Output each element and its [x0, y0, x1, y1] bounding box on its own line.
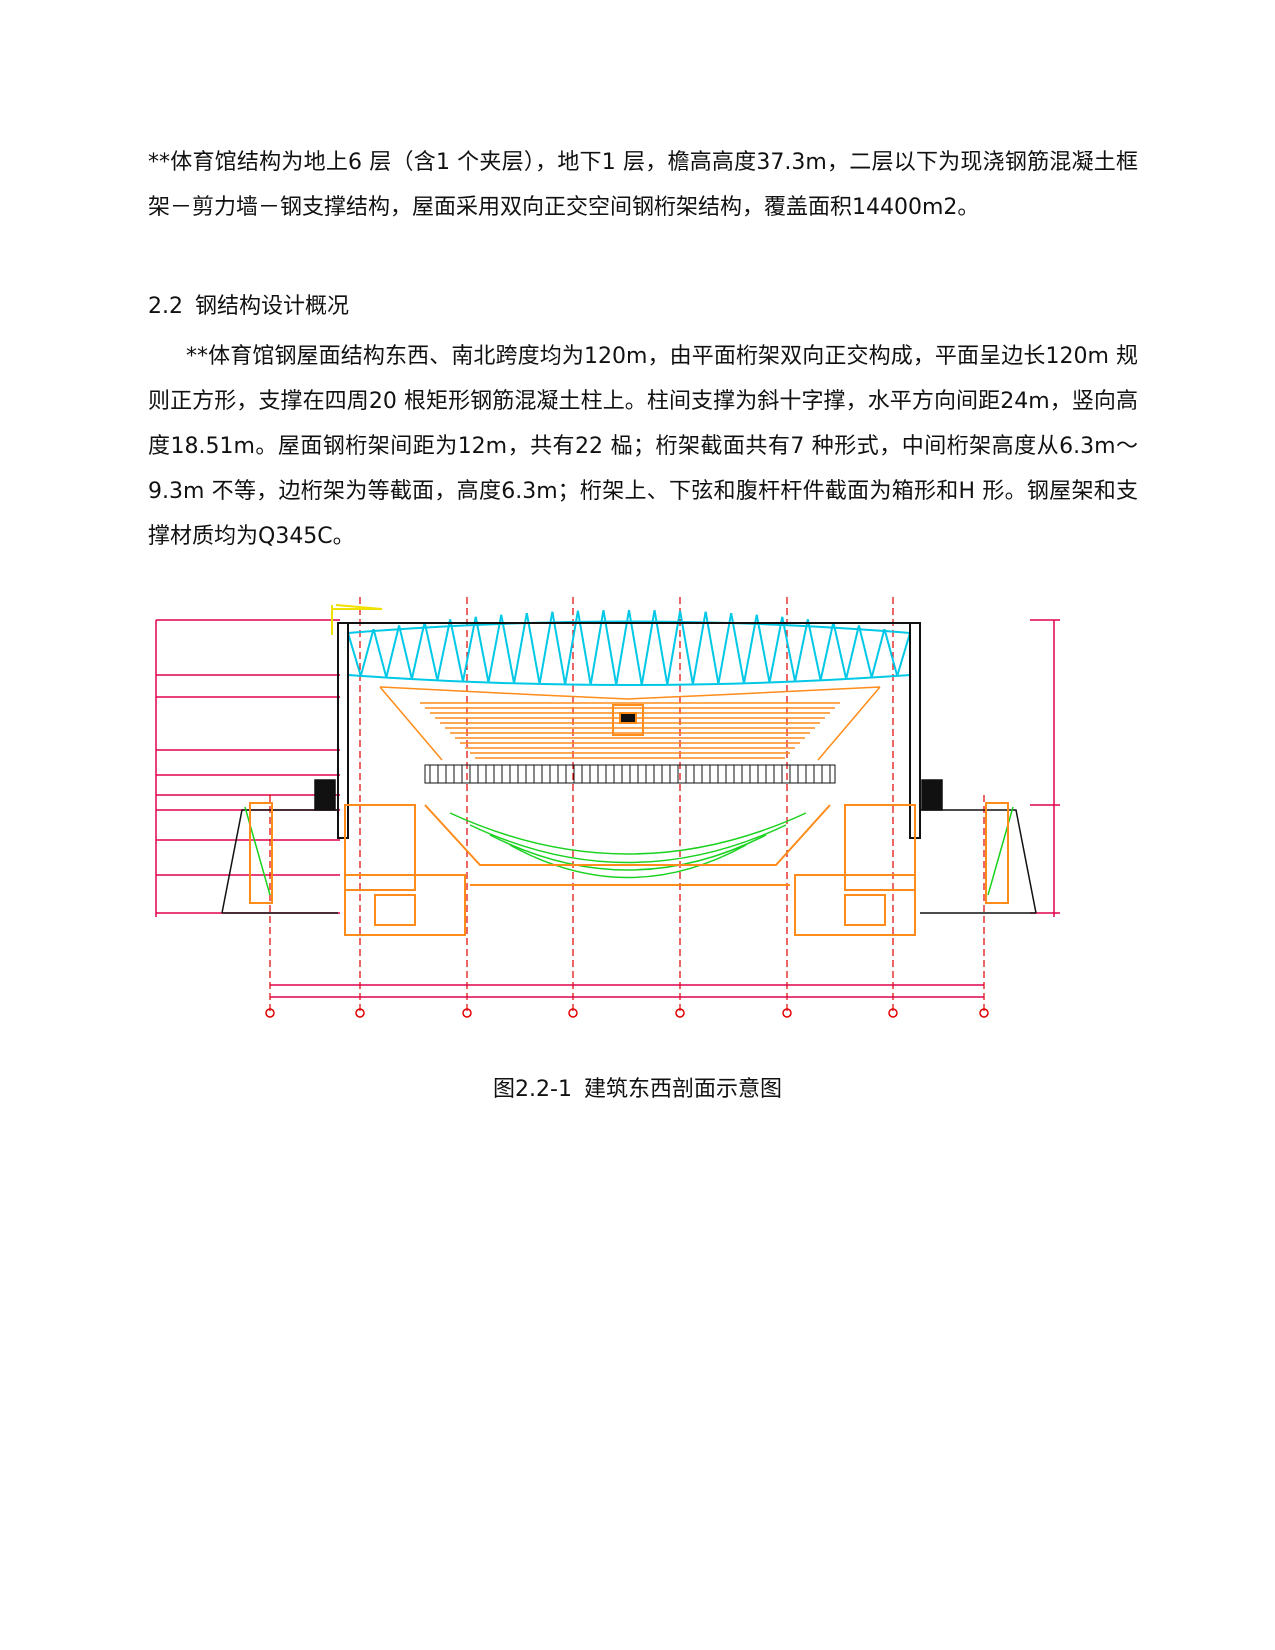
- paragraph-structure-overview: **体育馆结构为地上6 层（含1 个夹层），地下1 层，檐高高度37.3m，二层…: [148, 150, 1138, 220]
- axis-marker: [568, 1008, 578, 1018]
- truss-web-member: [436, 619, 452, 681]
- axis-marker: [782, 1008, 792, 1018]
- truss-web-member: [832, 621, 848, 680]
- upper-seating-tiers: [379, 686, 881, 761]
- lower-seating-bowl: [449, 812, 807, 879]
- figure-caption: 图2.2-1 建筑东西剖面示意图: [0, 1075, 1275, 1105]
- truss-web-member: [768, 616, 784, 683]
- truss-web-member: [794, 619, 809, 682]
- side-wing-orange: [249, 802, 1009, 904]
- truss-web-member: [410, 621, 426, 680]
- truss-web-member: [385, 625, 401, 678]
- truss-web-member: [857, 625, 873, 678]
- left-elevation-scale: [155, 619, 340, 917]
- concrete-substructure: [344, 804, 916, 936]
- truss-web-member: [347, 632, 362, 677]
- truss-web-member: [359, 628, 375, 677]
- bottom-dimension-lines: [270, 984, 984, 998]
- truss-web-member: [449, 619, 464, 682]
- truss-web-member: [781, 616, 797, 682]
- figure-caption-number: 图2.2-1: [493, 1077, 572, 1102]
- roof-steel-truss: [347, 609, 911, 686]
- truss-web-member: [474, 616, 490, 683]
- paragraph-steel-design: **体育馆钢屋面结构东西、南北跨度均为120m，由平面桁架双向正交构成，平面呈边…: [148, 344, 1138, 549]
- east-west-section-drawing: [155, 595, 1060, 1018]
- truss-web-member: [845, 625, 860, 680]
- truss-web-member: [461, 616, 477, 682]
- truss-web-member: [730, 612, 745, 684]
- truss-web-member: [896, 632, 911, 677]
- gallery-band: [424, 764, 836, 784]
- truss-web-member: [742, 614, 758, 684]
- truss-web-member: [870, 628, 886, 678]
- truss-web-member: [525, 612, 541, 685]
- truss-web-member: [372, 628, 388, 678]
- truss-web-member: [755, 614, 771, 683]
- section-drawing-figure: [150, 595, 1110, 1065]
- truss-web-member: [806, 619, 822, 681]
- grid-axis-lines: [269, 595, 985, 1013]
- axis-markers: [265, 1008, 989, 1018]
- axis-marker: [462, 1008, 472, 1018]
- axis-marker: [265, 1008, 275, 1018]
- truss-web-member: [398, 625, 413, 680]
- scoreboard: [612, 704, 644, 736]
- axis-marker: [888, 1008, 898, 1018]
- truss-web-member: [487, 614, 503, 683]
- figure-caption-text: 建筑东西剖面示意图: [583, 1077, 782, 1102]
- truss-web-member: [819, 621, 835, 681]
- truss-web-member: [883, 628, 899, 677]
- section-heading: 2.2 钢结构设计概况: [148, 292, 349, 322]
- truss-web-member: [717, 612, 733, 685]
- truss-web-member: [423, 621, 439, 681]
- axis-marker: [355, 1008, 365, 1018]
- truss-web-member: [500, 614, 516, 684]
- truss-web-member: [513, 612, 528, 684]
- axis-marker: [675, 1008, 685, 1018]
- right-elevation-scale: [1030, 619, 1060, 917]
- axis-marker: [979, 1008, 989, 1018]
- side-wings: [221, 779, 1037, 914]
- section-title: 钢结构设计概况: [195, 294, 350, 319]
- section-number: 2.2: [148, 294, 183, 319]
- crane-symbol: [331, 604, 383, 635]
